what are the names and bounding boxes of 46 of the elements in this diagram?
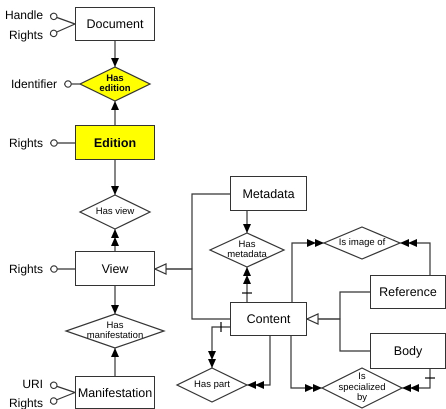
entity-box: Reference bbox=[370, 275, 446, 309]
arrow bbox=[400, 239, 431, 275]
attribute-connector bbox=[50, 265, 75, 273]
entity-box: Manifestation bbox=[75, 376, 155, 409]
attribute-label: Rights bbox=[0, 28, 50, 42]
relationship-diamond bbox=[324, 227, 400, 259]
arrow bbox=[111, 348, 119, 376]
relationship-label: Has manifestation bbox=[86, 320, 144, 342]
arrow bbox=[154, 263, 230, 320]
entity-box: Metadata bbox=[230, 176, 307, 211]
arrow bbox=[243, 211, 251, 233]
attribute-label: Rights bbox=[0, 262, 50, 276]
attribute-label: Rights bbox=[0, 136, 50, 150]
relationship-label: Has view bbox=[94, 206, 136, 218]
arrow bbox=[111, 286, 119, 314]
attribute-label: Identifier bbox=[0, 77, 64, 91]
relationship-diamond bbox=[322, 368, 402, 408]
attribute-connector bbox=[50, 139, 75, 147]
entity-box: View bbox=[75, 251, 155, 286]
relationship-label: Is specialized by bbox=[338, 372, 386, 404]
relationship-label: Is image of bbox=[338, 238, 386, 248]
relationship-diamond bbox=[80, 195, 150, 229]
relationship-diamond bbox=[80, 67, 150, 101]
attribute-connector bbox=[50, 23, 76, 38]
entity-box: Content bbox=[230, 302, 307, 336]
arrow bbox=[402, 369, 436, 392]
attribute-label: Rights bbox=[0, 396, 50, 409]
attribute-connector bbox=[50, 12, 76, 25]
entity-box: Body bbox=[370, 333, 446, 369]
attribute-label: Handle bbox=[0, 8, 50, 22]
relationship-diamond bbox=[177, 368, 247, 402]
attribute-connector bbox=[50, 382, 76, 394]
arrow bbox=[111, 101, 119, 125]
arrow bbox=[111, 41, 119, 67]
relationship-label: Has edition bbox=[98, 74, 132, 94]
relationship-label: Has part bbox=[193, 380, 231, 390]
attribute-label: URI bbox=[0, 377, 50, 391]
relationship-diamond bbox=[210, 233, 284, 267]
entity-box: Edition bbox=[75, 125, 155, 160]
relationship-label: Has metadata bbox=[226, 240, 268, 260]
attribute-connector bbox=[64, 80, 80, 88]
arrow bbox=[111, 160, 119, 195]
relationship-diamond bbox=[66, 314, 164, 348]
entity-box: Document bbox=[75, 7, 155, 41]
attribute-connector bbox=[50, 392, 76, 405]
arrow bbox=[306, 313, 370, 352]
